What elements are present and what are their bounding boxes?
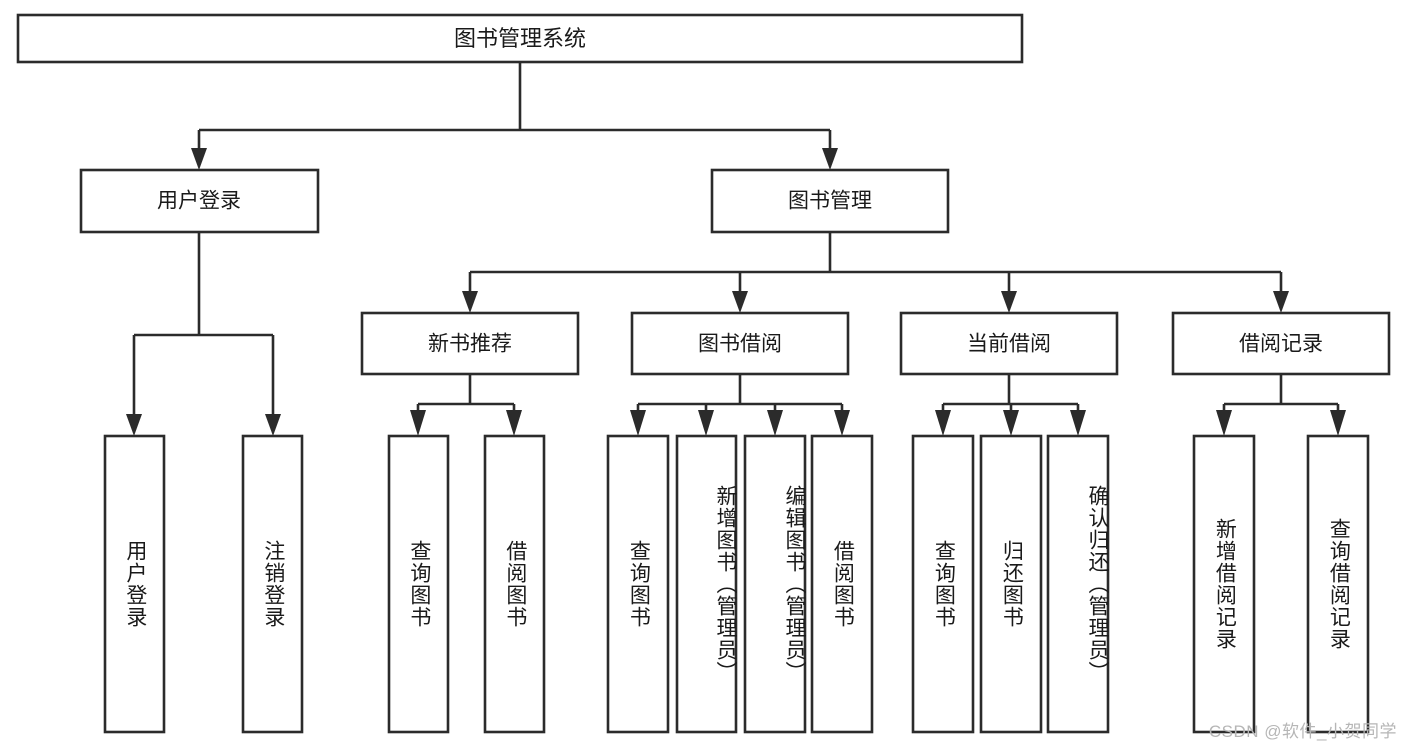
leaf-box-rec-search[interactable] [1306,434,1370,734]
leaf-box-group [103,434,1370,734]
arrow-head-leaf-cur-query [935,410,951,436]
node-book-mgmt-label: 图书管理 [788,190,872,213]
watermark-text: CSDN @软件_小贺同学 [1208,722,1397,741]
leaf-box-cur-query[interactable] [911,434,975,734]
arrow-head-leaf-borrow-query [630,410,646,436]
node-book-borrow[interactable]: 图书借阅 [630,311,850,376]
leaf-box-user-login[interactable] [103,434,166,734]
arrow-head-borrow-record [1273,291,1289,313]
leaf-box-borrow-edit[interactable] [743,434,807,734]
node-root-box[interactable] [16,13,1024,64]
arrow-head-leaf-rec-borrow [506,410,522,436]
node-book-mgmt-box[interactable] [710,168,950,234]
arrow-head-leaf-borrow-edit [767,410,783,436]
node-borrow-record-box[interactable] [1171,311,1391,376]
arrow-head-leaf-rec-add [1216,410,1232,436]
leaf-box-cur-confirm[interactable] [1046,434,1110,734]
node-new-book-rec-label: 新书推荐 [428,333,512,356]
leaf-box-cur-return[interactable] [979,434,1043,734]
node-new-book-rec[interactable]: 新书推荐 [360,311,580,376]
arrow-head-leaf-rec-query [410,410,426,436]
leaf-box-rec-borrow[interactable] [483,434,546,734]
arrow-head-leaf-rec-search [1330,410,1346,436]
node-borrow-record[interactable]: 借阅记录 [1171,311,1391,376]
arrow-head-leaf-user-login [126,414,142,436]
arrow-head-book-mgmt [822,148,838,170]
arrow-head-leaf-borrow-add [698,410,714,436]
connector-group [126,62,1346,436]
arrow-head-new-book-rec [462,291,478,313]
node-current-borrow-box[interactable] [899,311,1119,376]
node-book-borrow-box[interactable] [630,311,850,376]
node-user-login-box[interactable] [79,168,320,234]
node-book-borrow-label: 图书借阅 [698,333,782,356]
leaf-box-rec-add[interactable] [1192,434,1256,734]
arrow-head-leaf-cur-return [1003,410,1019,436]
arrow-head-leaf-cur-confirm [1070,410,1086,436]
arrow-head-leaf-logout [265,414,281,436]
arrow-head-user-login [191,148,207,170]
leaf-box-borrow-do[interactable] [810,434,874,734]
leaf-box-rec-query[interactable] [387,434,450,734]
node-root-label: 图书管理系统 [454,26,586,51]
arrow-head-current-borrow [1001,291,1017,313]
arrow-head-book-borrow [732,291,748,313]
node-root[interactable]: 图书管理系统 [16,13,1024,64]
arrow-head-leaf-borrow-do [834,410,850,436]
node-current-borrow[interactable]: 当前借阅 [899,311,1119,376]
leaf-box-borrow-query[interactable] [606,434,670,734]
leaf-box-logout[interactable] [241,434,304,734]
node-new-book-rec-box[interactable] [360,311,580,376]
leaf-box-borrow-add[interactable] [675,434,738,734]
node-borrow-record-label: 借阅记录 [1239,333,1323,356]
node-current-borrow-label: 当前借阅 [967,333,1051,356]
node-user-login-label: 用户登录 [157,190,241,213]
node-book-mgmt[interactable]: 图书管理 [710,168,950,234]
node-user-login[interactable]: 用户登录 [79,168,320,234]
